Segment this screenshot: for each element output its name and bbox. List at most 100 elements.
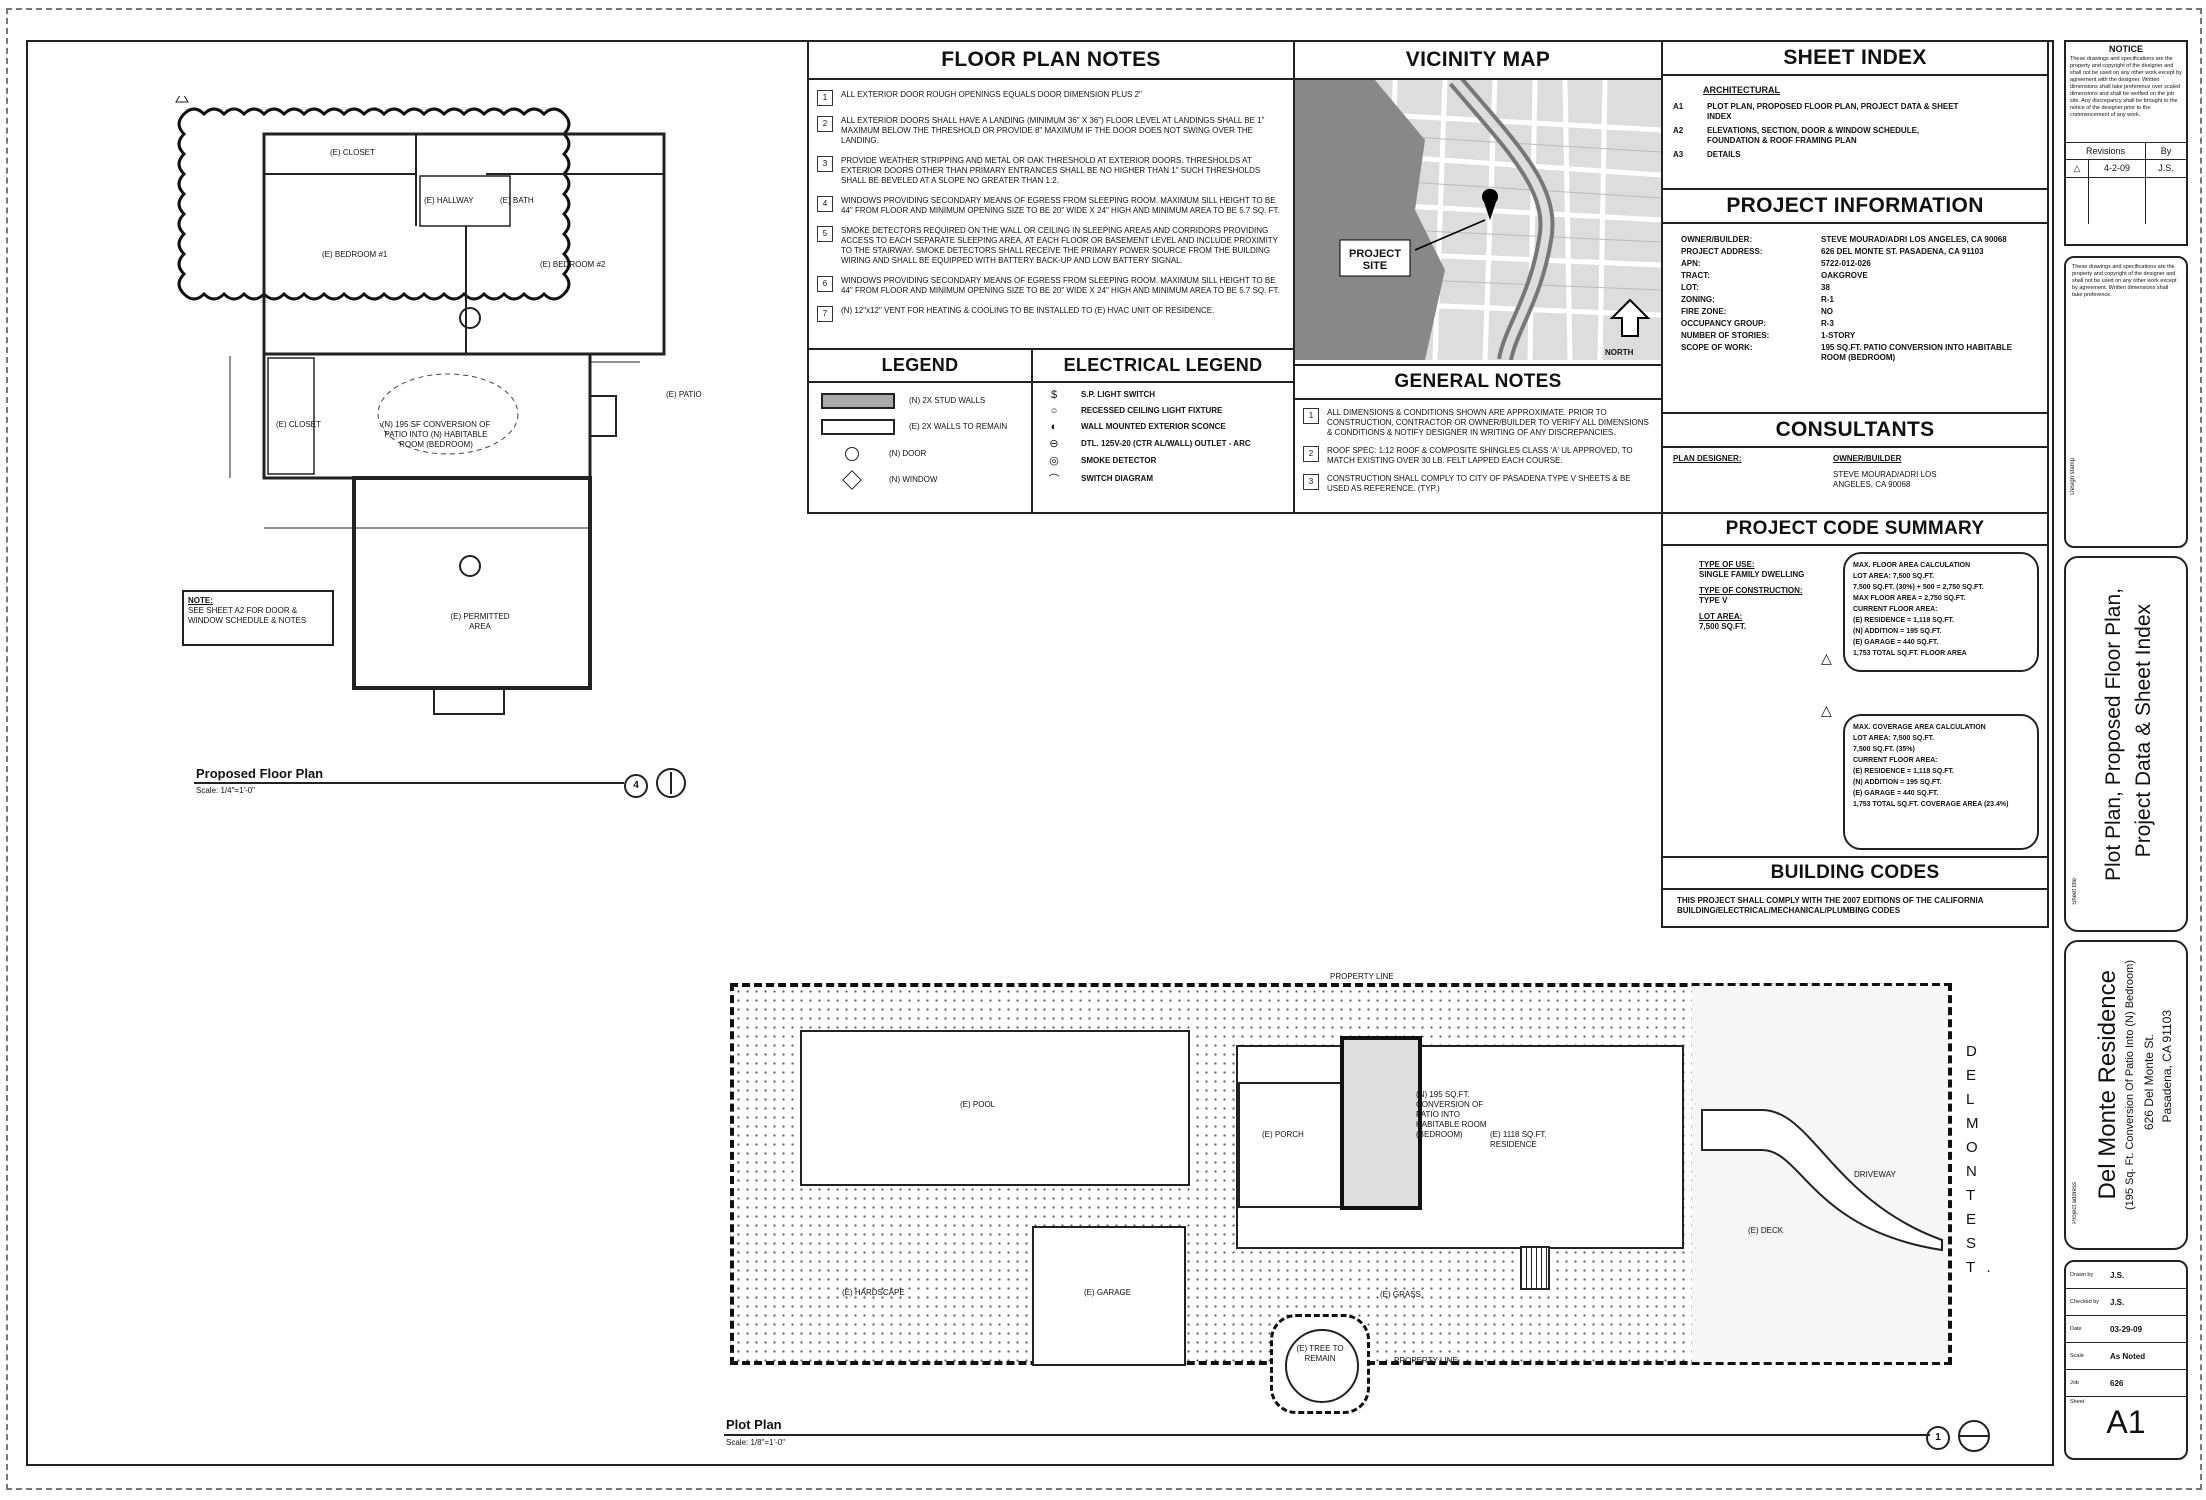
legend-label: (N) WINDOW	[889, 475, 938, 484]
electrical-label: RECESSED CEILING LIGHT FIXTURE	[1081, 406, 1223, 415]
general-note-item: 3 CONSTRUCTION SHALL COMPLY TO CITY OF P…	[1295, 472, 1661, 496]
electrical-symbol-icon: ⊖	[1049, 438, 1059, 450]
project-info-row: FIRE ZONE: NO	[1663, 306, 2047, 318]
electrical-legend-item: $ S.P. LIGHT SWITCH	[1033, 387, 1293, 403]
building-codes-panel: BUILDING CODES THIS PROJECT SHALL COMPLY…	[1661, 856, 2049, 928]
floor-plan-scale: Scale: 1/4"=1'-0"	[196, 786, 256, 795]
detail-number-bubble: 4	[624, 774, 648, 798]
code-summary-line: TYPE OF USE:	[1699, 560, 1755, 569]
note-number: 3	[817, 156, 833, 172]
driveway-curve	[1701, 1109, 1943, 1252]
project-site-label: PROJECT SITE	[1349, 248, 1401, 272]
deck	[1520, 1246, 1550, 1290]
electrical-legend-list: $ S.P. LIGHT SWITCH ○ RECESSED CEILING L…	[1033, 383, 1293, 489]
project-info-title: PROJECT INFORMATION	[1663, 190, 2047, 224]
floor-note-item: 6 WINDOWS PROVIDING SECONDARY MEANS OF E…	[809, 274, 1293, 298]
note-number: 5	[817, 226, 833, 242]
project-address-1: 626 Del Monte St.	[2142, 1034, 2156, 1131]
proposed-floor-plan	[175, 96, 666, 715]
legend-item-window: (N) WINDOW	[809, 467, 1031, 493]
legend-title: LEGEND	[809, 350, 1031, 383]
electrical-label: WALL MOUNTED EXTERIOR SCONCE	[1081, 422, 1226, 431]
general-note-item: 1 ALL DIMENSIONS & CONDITIONS SHOWN ARE …	[1295, 406, 1661, 440]
project-label: Project address	[2072, 1182, 2078, 1224]
consultant-address: STEVE MOURAD/ADRI LOS ANGELES, CA 90068	[1833, 470, 1937, 489]
calc-line: 7,500 SQ.FT. (30%) + 500 = 2,750 SQ.FT.	[1853, 584, 1984, 591]
info-value: STEVE MOURAD/ADRI LOS ANGELES, CA 90068	[1821, 235, 2007, 244]
info-value: R-3	[1821, 319, 1834, 328]
project-info-row: TRACT: OAKGROVE	[1663, 270, 2047, 282]
room-label-bedroom-1: (E) BEDROOM #1	[322, 250, 388, 259]
calc-line: 1,753 TOTAL SQ.FT. FLOOR AREA	[1853, 650, 1967, 657]
street-label: DEL MONTE ST.	[1966, 1043, 2004, 1276]
note-number: 3	[1303, 474, 1319, 490]
floor-note-item: 1 ALL EXTERIOR DOOR ROUGH OPENINGS EQUAL…	[809, 88, 1293, 108]
floor-plan-title: Proposed Floor Plan	[196, 766, 324, 781]
pool	[800, 1030, 1190, 1186]
floor-note-item: 7 (N) 12"x12" VENT FOR HEATING & COOLING…	[809, 304, 1293, 324]
info-key: SCOPE OF WORK:	[1681, 343, 1753, 352]
sheet-number: A1	[2106, 1404, 2146, 1440]
note-number: 1	[1303, 408, 1319, 424]
note-text: ROOF SPEC: 1:12 ROOF & COMPOSITE SHINGLE…	[1327, 446, 1633, 465]
label-property-line-bottom: PROPERTY LINE	[1394, 1356, 1458, 1365]
info-key: ZONING:	[1681, 295, 1715, 304]
consultants-title: CONSULTANTS	[1663, 414, 2047, 448]
vicinity-map-panel: VICINITY MAP PROJECT SITE NORTH	[1293, 40, 1663, 366]
electrical-legend-item: ⌒ SWITCH DIAGRAM	[1033, 469, 1293, 489]
sheet-description: DETAILS	[1707, 150, 1741, 159]
sheet-index-list: A1 PLOT PLAN, PROPOSED FLOOR PLAN, PROJE…	[1663, 100, 2047, 162]
calc-line: (N) ADDITION = 195 SQ.FT.	[1853, 779, 1942, 786]
code-summary-line: LOT AREA:	[1699, 612, 1743, 621]
label-conversion: (N) 195 SQ.FT. CONVERSION OF PATIO INTO …	[1416, 1090, 1487, 1139]
vicinity-map	[1295, 80, 1661, 360]
info-value: NO	[1821, 307, 1833, 316]
info-value: 5722-012-026	[1821, 259, 1871, 268]
room-label-patio: (E) PATIO	[666, 390, 702, 399]
revision-header: Revisions By	[2066, 142, 2186, 159]
label-tree: (E) TREE TO REMAIN	[1296, 1344, 1344, 1363]
door-tag-icon	[845, 447, 859, 461]
note-number: 7	[817, 306, 833, 322]
electrical-legend-item: ○ RECESSED CEILING LIGHT FIXTURE	[1033, 403, 1293, 419]
note-text: ALL DIMENSIONS & CONDITIONS SHOWN ARE AP…	[1327, 408, 1649, 437]
calc-line: (E) RESIDENCE = 1,118 SQ.FT.	[1853, 768, 1954, 775]
info-key: OWNER/BUILDER:	[1681, 235, 1753, 244]
room-label-permitted-area: (E) PERMITTED AREA	[450, 612, 510, 631]
sheet-index-item: A2 ELEVATIONS, SECTION, DOOR & WINDOW SC…	[1663, 124, 2047, 148]
job-row: Job 626	[2066, 1370, 2186, 1397]
new-wall-swatch	[821, 393, 895, 409]
north-arrow-icon	[1958, 1420, 1990, 1452]
building-codes-text: THIS PROJECT SHALL COMPLY WITH THE 2007 …	[1677, 896, 1984, 915]
consultant-value: OWNER/BUILDER	[1833, 454, 1902, 463]
revision-col-label: Revisions	[2066, 143, 2146, 159]
date-row: Date 03-29-09	[2066, 1316, 2186, 1343]
info-value: 38	[1821, 283, 1830, 292]
consultants-panel: CONSULTANTS PLAN DESIGNER: OWNER/BUILDER…	[1661, 412, 2049, 514]
code-summary-line: SINGLE FAMILY DWELLING	[1699, 570, 1805, 579]
floor-notes-title: FLOOR PLAN NOTES	[809, 42, 1293, 80]
plot-detail-number-bubble: 1	[1926, 1426, 1950, 1450]
electrical-symbol-icon: $	[1050, 389, 1058, 401]
label-porch: (E) PORCH	[1262, 1130, 1304, 1139]
electrical-label: SMOKE DETECTOR	[1081, 455, 1157, 465]
sheet-index-item: A1 PLOT PLAN, PROPOSED FLOOR PLAN, PROJE…	[1663, 100, 2047, 124]
scale-value: As Noted	[2110, 1351, 2146, 1361]
floor-plan-note-box: NOTE: SEE SHEET A2 FOR DOOR & WINDOW SCH…	[182, 590, 334, 646]
room-label-bedroom-2: (E) BEDROOM #2	[540, 260, 606, 269]
electrical-legend-item: ⊖ DTL. 125V-20 (CTR AL/WALL) OUTLET - AR…	[1033, 435, 1293, 452]
project-address-2: Pasadena, CA 91103	[2160, 1010, 2174, 1123]
scale-label: Scale	[2070, 1353, 2084, 1359]
scale-row: Scale As Noted	[2066, 1343, 2186, 1370]
drawing-info-box: Drawn by J.S. Checked by J.S. Date 03-29…	[2064, 1260, 2188, 1460]
project-name: Del Monte Residence	[2094, 970, 2121, 1200]
sheet-index-title: SHEET INDEX	[1663, 42, 2047, 76]
sheet-description: ELEVATIONS, SECTION, DOOR & WINDOW SCHED…	[1707, 126, 1920, 145]
stamp-box: These drawings and specifications are th…	[2064, 256, 2188, 548]
floor-note-item: 4 WINDOWS PROVIDING SECONDARY MEANS OF E…	[809, 194, 1293, 218]
project-info-list: OWNER/BUILDER: STEVE MOURAD/ADRI LOS ANG…	[1663, 224, 2047, 364]
revision-delta-icon: △	[1821, 650, 1832, 666]
code-summary-line: 7,500 SQ.FT.	[1699, 622, 1747, 631]
floor-note-item: 5 SMOKE DETECTORS REQUIRED ON THE WALL O…	[809, 224, 1293, 268]
calc-line: MAX. COVERAGE AREA CALCULATION	[1853, 724, 1986, 731]
